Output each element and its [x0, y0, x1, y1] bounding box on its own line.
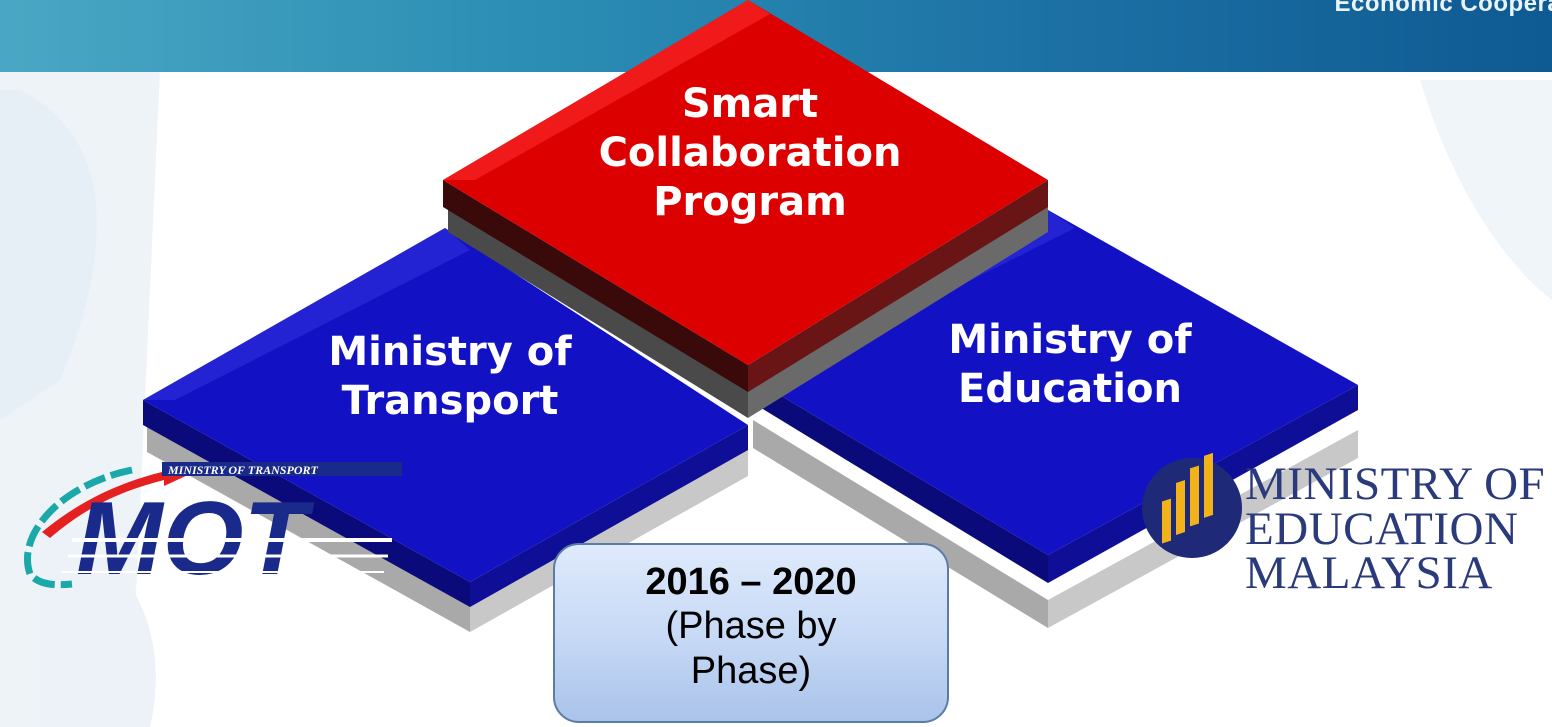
- header-title: Economic Cooperatio: [1334, 0, 1552, 17]
- moe-line-3: MALAYSIA: [1245, 547, 1493, 600]
- right-tile-line-1: Ministry of: [948, 317, 1192, 363]
- moe-emblem-icon: [1142, 452, 1242, 558]
- top-tile-line-1: Smart: [681, 81, 819, 127]
- phase-box: 2016 – 2020 (Phase by Phase): [553, 543, 949, 723]
- ministry-of-education-label: Ministry of Education: [870, 316, 1270, 414]
- smart-collaboration-label: Smart Collaboration Program: [540, 80, 960, 226]
- top-tile: [443, 0, 1048, 418]
- moe-line-2: EDUCATION: [1245, 502, 1519, 555]
- left-tile-line-1: Ministry of: [328, 329, 572, 375]
- left-tile: [143, 228, 748, 632]
- top-tile-line-3: Program: [653, 178, 847, 225]
- ministry-of-transport-label: Ministry of Transport: [250, 328, 650, 426]
- top-tile-line-2: Collaboration: [598, 129, 902, 176]
- phase-note: (Phase by Phase): [665, 605, 837, 692]
- mot-logo: MINISTRY OF TRANSPORT MOT: [24, 462, 402, 594]
- right-tile-line-2: Education: [958, 365, 1182, 412]
- moe-logo-text: MINISTRY OF EDUCATION MALAYSIA: [1245, 458, 1552, 600]
- phase-years: 2016 – 2020: [645, 561, 857, 603]
- moe-line-1: MINISTRY OF: [1245, 458, 1546, 510]
- left-tile-line-2: Transport: [341, 377, 559, 424]
- mot-banner-text: MINISTRY OF TRANSPORT: [167, 463, 318, 477]
- mot-wordmark: MOT: [76, 481, 315, 594]
